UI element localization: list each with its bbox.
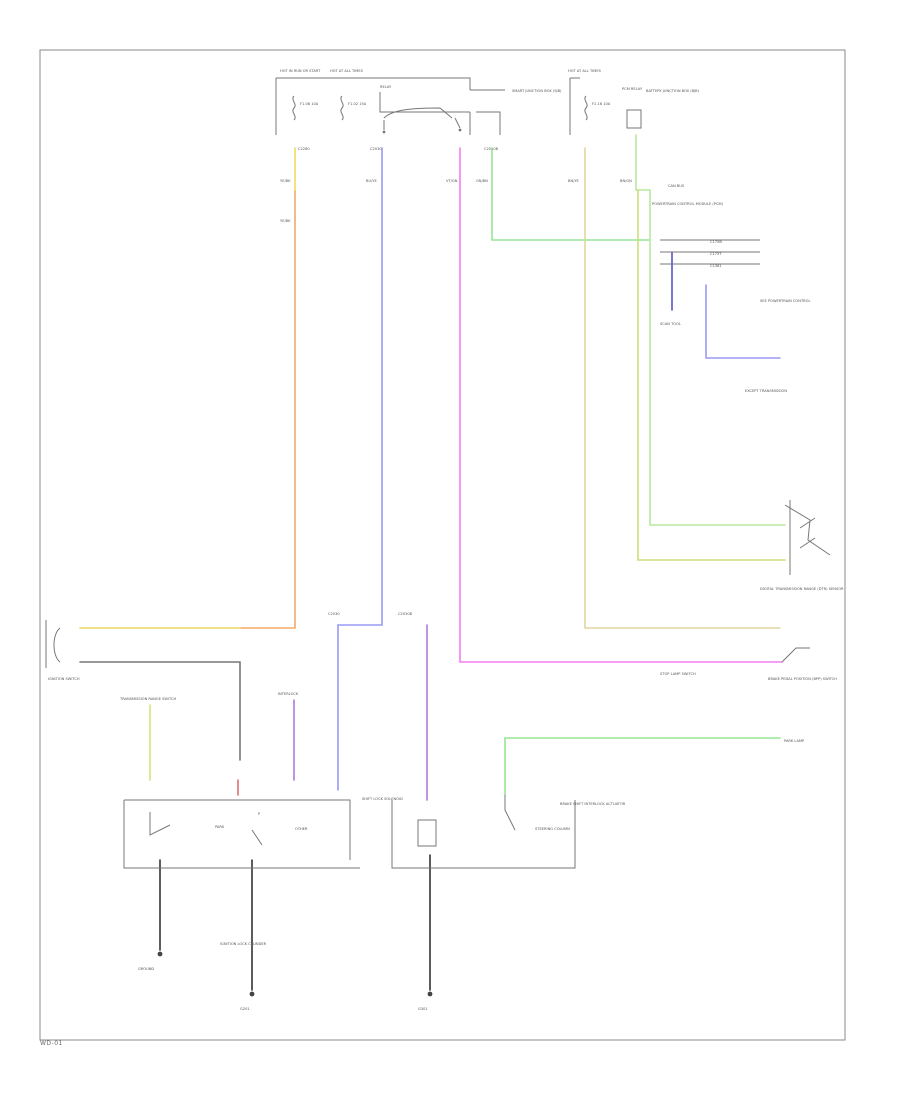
label-right-ref-2: EXCEPT TRANSMISSION bbox=[745, 389, 787, 393]
label-park-lamp: PARK LAMP bbox=[784, 739, 805, 743]
label-can-note: CAN BUS bbox=[668, 184, 685, 188]
relay-icon bbox=[382, 107, 462, 134]
label-ignition-switch: IGNITION SWITCH bbox=[48, 677, 80, 681]
label-steering-column: STEERING COLUMN bbox=[535, 827, 570, 831]
center-connectors: C2030 C2030B bbox=[328, 612, 413, 616]
label-ground-right: G301 bbox=[418, 1007, 428, 1011]
figure-id: WD-01 bbox=[40, 1040, 63, 1047]
label-pcm-pin-3: C1381 bbox=[710, 264, 722, 268]
label-right-ref: SEE POWERTRAIN CONTROL bbox=[760, 299, 810, 303]
label-connector-left: C2280 bbox=[298, 147, 310, 151]
label-shift-lock-solenoid: SHIFT LOCK SOLENOID bbox=[362, 797, 403, 801]
label-fuse-a: F1.08 10A bbox=[300, 102, 319, 106]
ignition-switch: IGNITION SWITCH bbox=[45, 620, 80, 681]
label-top-fuse-left: HOT IN RUN OR START bbox=[280, 69, 321, 73]
pcm-section: CAN BUS POWERTRAIN CONTROL MODULE (PCM) … bbox=[652, 184, 810, 393]
label-center-c2: C2030B bbox=[398, 612, 413, 616]
label-top-fuse-right: HOT AT ALL TIMES bbox=[568, 69, 602, 73]
label-wire-blue: BU/YE bbox=[366, 179, 378, 183]
wire-olive bbox=[637, 189, 786, 561]
label-pcm-title: POWERTRAIN CONTROL MODULE (PCM) bbox=[652, 202, 724, 206]
wire-pink bbox=[459, 147, 783, 663]
label-brake-shift-interlock: BRAKE SHIFT INTERLOCK ACTUATOR bbox=[560, 802, 626, 806]
label-dtr-title: DIGITAL TRANSMISSION RANGE (DTR) SENSOR bbox=[760, 587, 844, 591]
ground-symbols: GROUND G201 G301 IGNITION LOCK CYLINDER bbox=[138, 942, 433, 1011]
label-wire-orange-2: YE/BK bbox=[280, 219, 291, 223]
dtr-sensor: DIGITAL TRANSMISSION RANGE (DTR) SENSOR bbox=[760, 500, 844, 591]
label-wire-olive: BN/GN bbox=[620, 179, 632, 183]
shifter-assembly: TRANSMISSION RANGE SWITCH INTERLOCK PARK… bbox=[119, 692, 360, 869]
diagram-frame bbox=[39, 49, 846, 1041]
label-ground-left: GROUND bbox=[138, 967, 154, 971]
label-connector-mid-a: C2030 bbox=[370, 147, 382, 151]
fuse-icon bbox=[584, 95, 588, 121]
label-pcm-can: SCAN TOOL bbox=[660, 322, 681, 326]
label-fuse-b: F1.02 15A bbox=[348, 102, 367, 106]
label-top-relay: RELAY bbox=[380, 85, 392, 89]
relay-coil-icon bbox=[626, 109, 642, 129]
wire-tan bbox=[584, 147, 781, 629]
wires bbox=[79, 134, 786, 991]
wire-blue bbox=[337, 147, 383, 791]
label-fuse-c: F2.16 10A bbox=[592, 102, 611, 106]
label-wire-tan: BN/YE bbox=[568, 179, 580, 183]
label-position-p: P bbox=[258, 812, 261, 816]
label-gear-other: OTHER bbox=[295, 827, 308, 831]
label-shifter-title: TRANSMISSION RANGE SWITCH bbox=[119, 697, 177, 701]
wire-orange bbox=[79, 147, 296, 629]
label-wire-green: GN/BN bbox=[476, 179, 488, 183]
wire-green bbox=[491, 147, 651, 241]
fuse-icon bbox=[340, 95, 344, 121]
label-ground-mid: G201 bbox=[240, 1007, 250, 1011]
label-top-fuse-mid: HOT AT ALL TIMES bbox=[330, 69, 364, 73]
label-center-c1: C2030 bbox=[328, 612, 340, 616]
label-smart-junction: SMART JUNCTION BOX (SJB) bbox=[512, 89, 562, 93]
label-bpp-title: BRAKE PEDAL POSITION (BPP) SWITCH bbox=[768, 677, 837, 681]
label-pcm-relay: PCM RELAY bbox=[622, 87, 643, 91]
label-pcm-pin-2: C175T bbox=[710, 252, 722, 256]
label-wire-pink: VT/GN bbox=[446, 179, 458, 183]
label-wire-orange-1: YE/BK bbox=[280, 179, 291, 183]
label-battery-junction: BATTERY JUNCTION BOX (BJB) bbox=[646, 89, 700, 93]
wire-black-4 bbox=[79, 661, 241, 761]
junction-box-section: HOT IN RUN OR START HOT AT ALL TIMES REL… bbox=[275, 69, 700, 151]
label-stop-lamp: STOP LAMP SWITCH bbox=[660, 672, 696, 676]
shift-lock-box: SHIFT LOCK SOLENOID BRAKE SHIFT INTERLOC… bbox=[362, 795, 626, 869]
label-gear-park: PARK bbox=[215, 825, 225, 829]
wire-blue-2 bbox=[705, 284, 781, 359]
wire-lightgreen bbox=[635, 134, 786, 526]
label-interlock: INTERLOCK bbox=[278, 692, 299, 696]
label-pcm-pin-1: C175B bbox=[710, 240, 722, 244]
label-ignition-lock: IGNITION LOCK CYLINDER bbox=[220, 942, 267, 946]
bpp-switch: BRAKE PEDAL POSITION (BPP) SWITCH STOP L… bbox=[660, 647, 837, 743]
fuse-icon bbox=[292, 95, 296, 121]
wire-lightgreen-2 bbox=[504, 737, 781, 796]
